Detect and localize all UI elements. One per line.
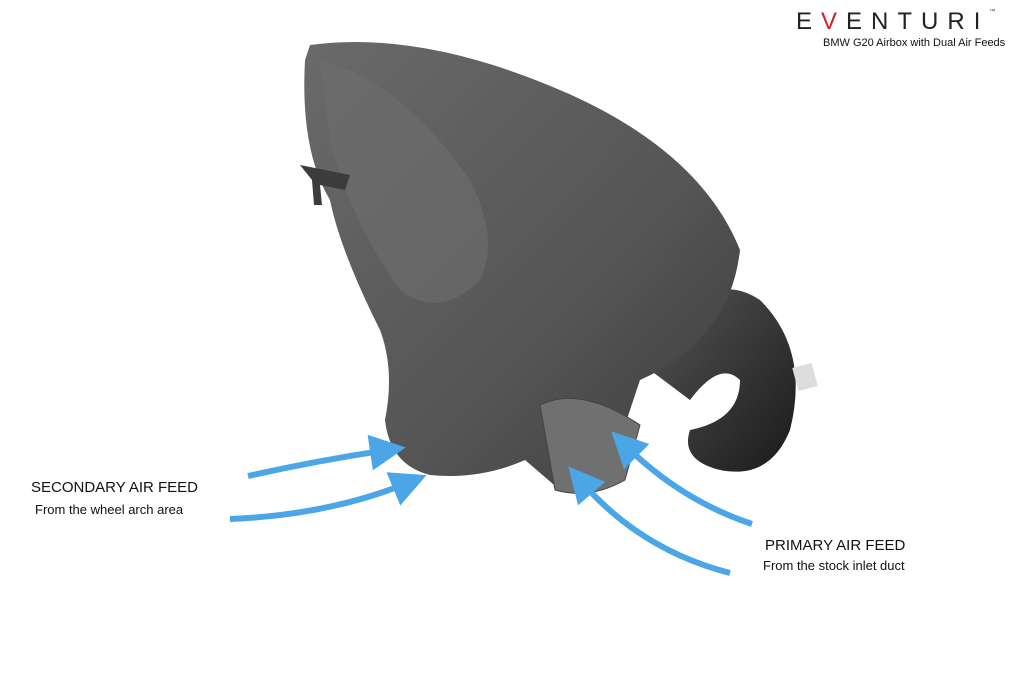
logo-letter-v: V bbox=[821, 8, 847, 35]
sensor-fitting bbox=[792, 362, 818, 392]
primary-air-feed-caption: From the stock inlet duct bbox=[763, 558, 905, 573]
logo-letters: ENTURI bbox=[846, 8, 990, 35]
image-subtitle: BMW G20 Airbox with Dual Air Feeds bbox=[823, 37, 1006, 49]
eventuri-logo: EVENTURI bbox=[796, 8, 989, 35]
secondary-arrow-2 bbox=[229, 472, 427, 522]
primary-air-feed-title: PRIMARY AIR FEED bbox=[765, 537, 906, 554]
primary-arrow-2 bbox=[568, 466, 731, 576]
lid-panel bbox=[320, 60, 488, 303]
logo-row: EVENTURI ™ bbox=[796, 8, 995, 35]
trademark: ™ bbox=[989, 9, 996, 15]
secondary-air-feed-caption: From the wheel arch area bbox=[35, 502, 184, 517]
logo-letter: E bbox=[796, 8, 822, 35]
primary-arrow-1 bbox=[611, 431, 753, 527]
secondary-air-feed-title: SECONDARY AIR FEED bbox=[31, 479, 198, 496]
mount-bracket bbox=[300, 165, 350, 205]
secondary-arrow-1 bbox=[247, 434, 406, 479]
